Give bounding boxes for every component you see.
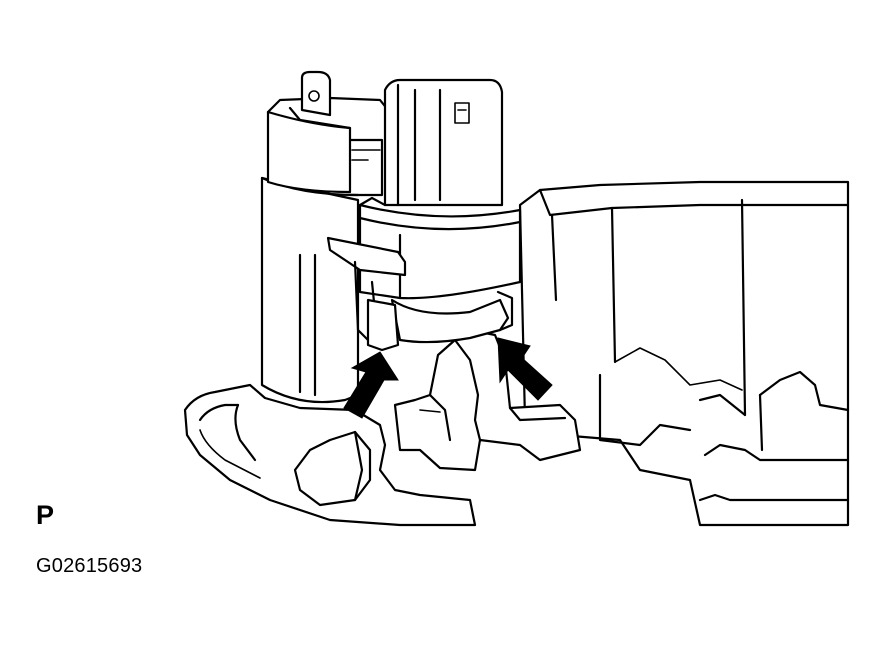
base-ring <box>183 383 477 527</box>
release-arrow-right-icon <box>497 337 553 401</box>
motor-cylinder <box>260 70 390 404</box>
technical-illustration <box>183 70 850 527</box>
base-housing <box>518 180 850 527</box>
figure-code: G02615693 <box>36 555 143 577</box>
mechanism-blocks <box>293 330 582 507</box>
connector-housing <box>383 78 504 207</box>
release-arrow-left-icon <box>343 351 399 419</box>
latch-bracket <box>326 236 514 352</box>
view-label: P <box>36 500 55 530</box>
component-drawing <box>183 70 850 527</box>
